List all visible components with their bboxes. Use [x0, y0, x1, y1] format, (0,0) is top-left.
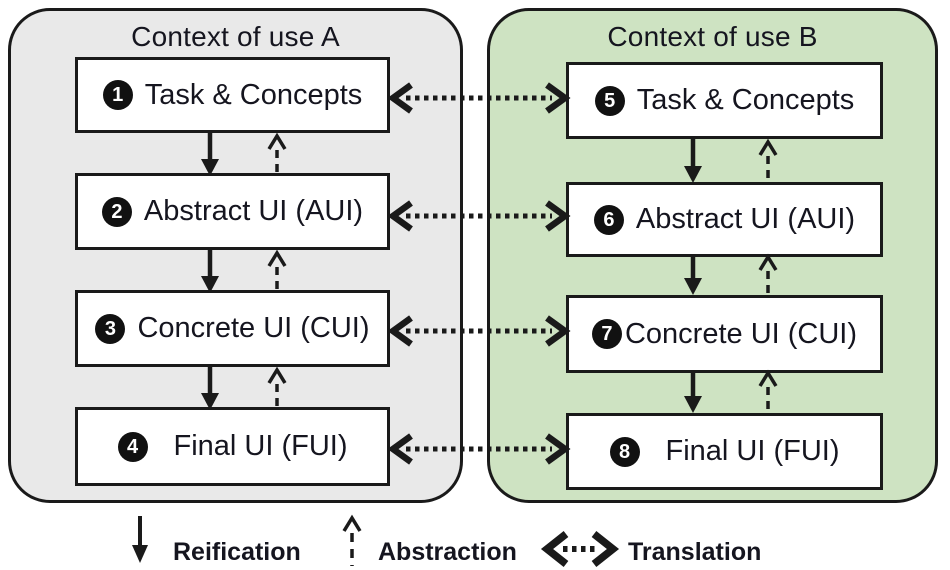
step-2-badge: 2: [101, 196, 132, 227]
box-abstract-ui-b: 6 Abstract UI (AUI): [566, 182, 883, 257]
reification-label: Reification: [173, 538, 301, 566]
step-1-badge: 1: [102, 80, 133, 110]
step-8-badge: 8: [609, 436, 640, 467]
box-task-concepts-b: 5 Task & Concepts: [566, 62, 883, 139]
translation-arrow-icon: [540, 531, 620, 567]
box-final-ui-b: 8 Final UI (FUI): [566, 413, 883, 490]
box-label: Concrete UI (CUI): [137, 312, 370, 344]
step-5-badge: 5: [594, 85, 625, 116]
box-label: Task & Concepts: [144, 78, 363, 111]
panel-b-title: Context of use B: [607, 21, 818, 52]
box-task-concepts-a: 1 Task & Concepts: [75, 57, 390, 133]
box-abstract-ui-a: 2 Abstract UI (AUI): [75, 173, 390, 250]
box-label: Abstract UI (AUI): [143, 195, 364, 227]
box-label: Concrete UI (CUI): [624, 317, 858, 350]
translation-label: Translation: [628, 538, 762, 566]
abstraction-label: Abstraction: [378, 538, 517, 566]
reification-arrow-icon: [132, 516, 148, 563]
panel-a-title: Context of use A: [131, 21, 340, 52]
box-label: Abstract UI (AUI): [635, 203, 856, 235]
step-6-badge: 6: [593, 204, 624, 235]
step-4-badge: 4: [117, 431, 148, 462]
box-concrete-ui-a: 3 Concrete UI (CUI): [75, 290, 390, 367]
step-3-badge: 3: [95, 313, 126, 344]
box-label: Task & Concepts: [636, 84, 855, 116]
box-label: Final UI (FUI): [173, 430, 348, 462]
box-label: Final UI (FUI): [665, 435, 840, 467]
box-final-ui-a: 4 Final UI (FUI): [75, 407, 390, 486]
box-concrete-ui-b: 7 Concrete UI (CUI): [566, 295, 883, 373]
abstraction-arrow-icon: [342, 514, 362, 566]
step-7-badge: 7: [591, 319, 622, 349]
